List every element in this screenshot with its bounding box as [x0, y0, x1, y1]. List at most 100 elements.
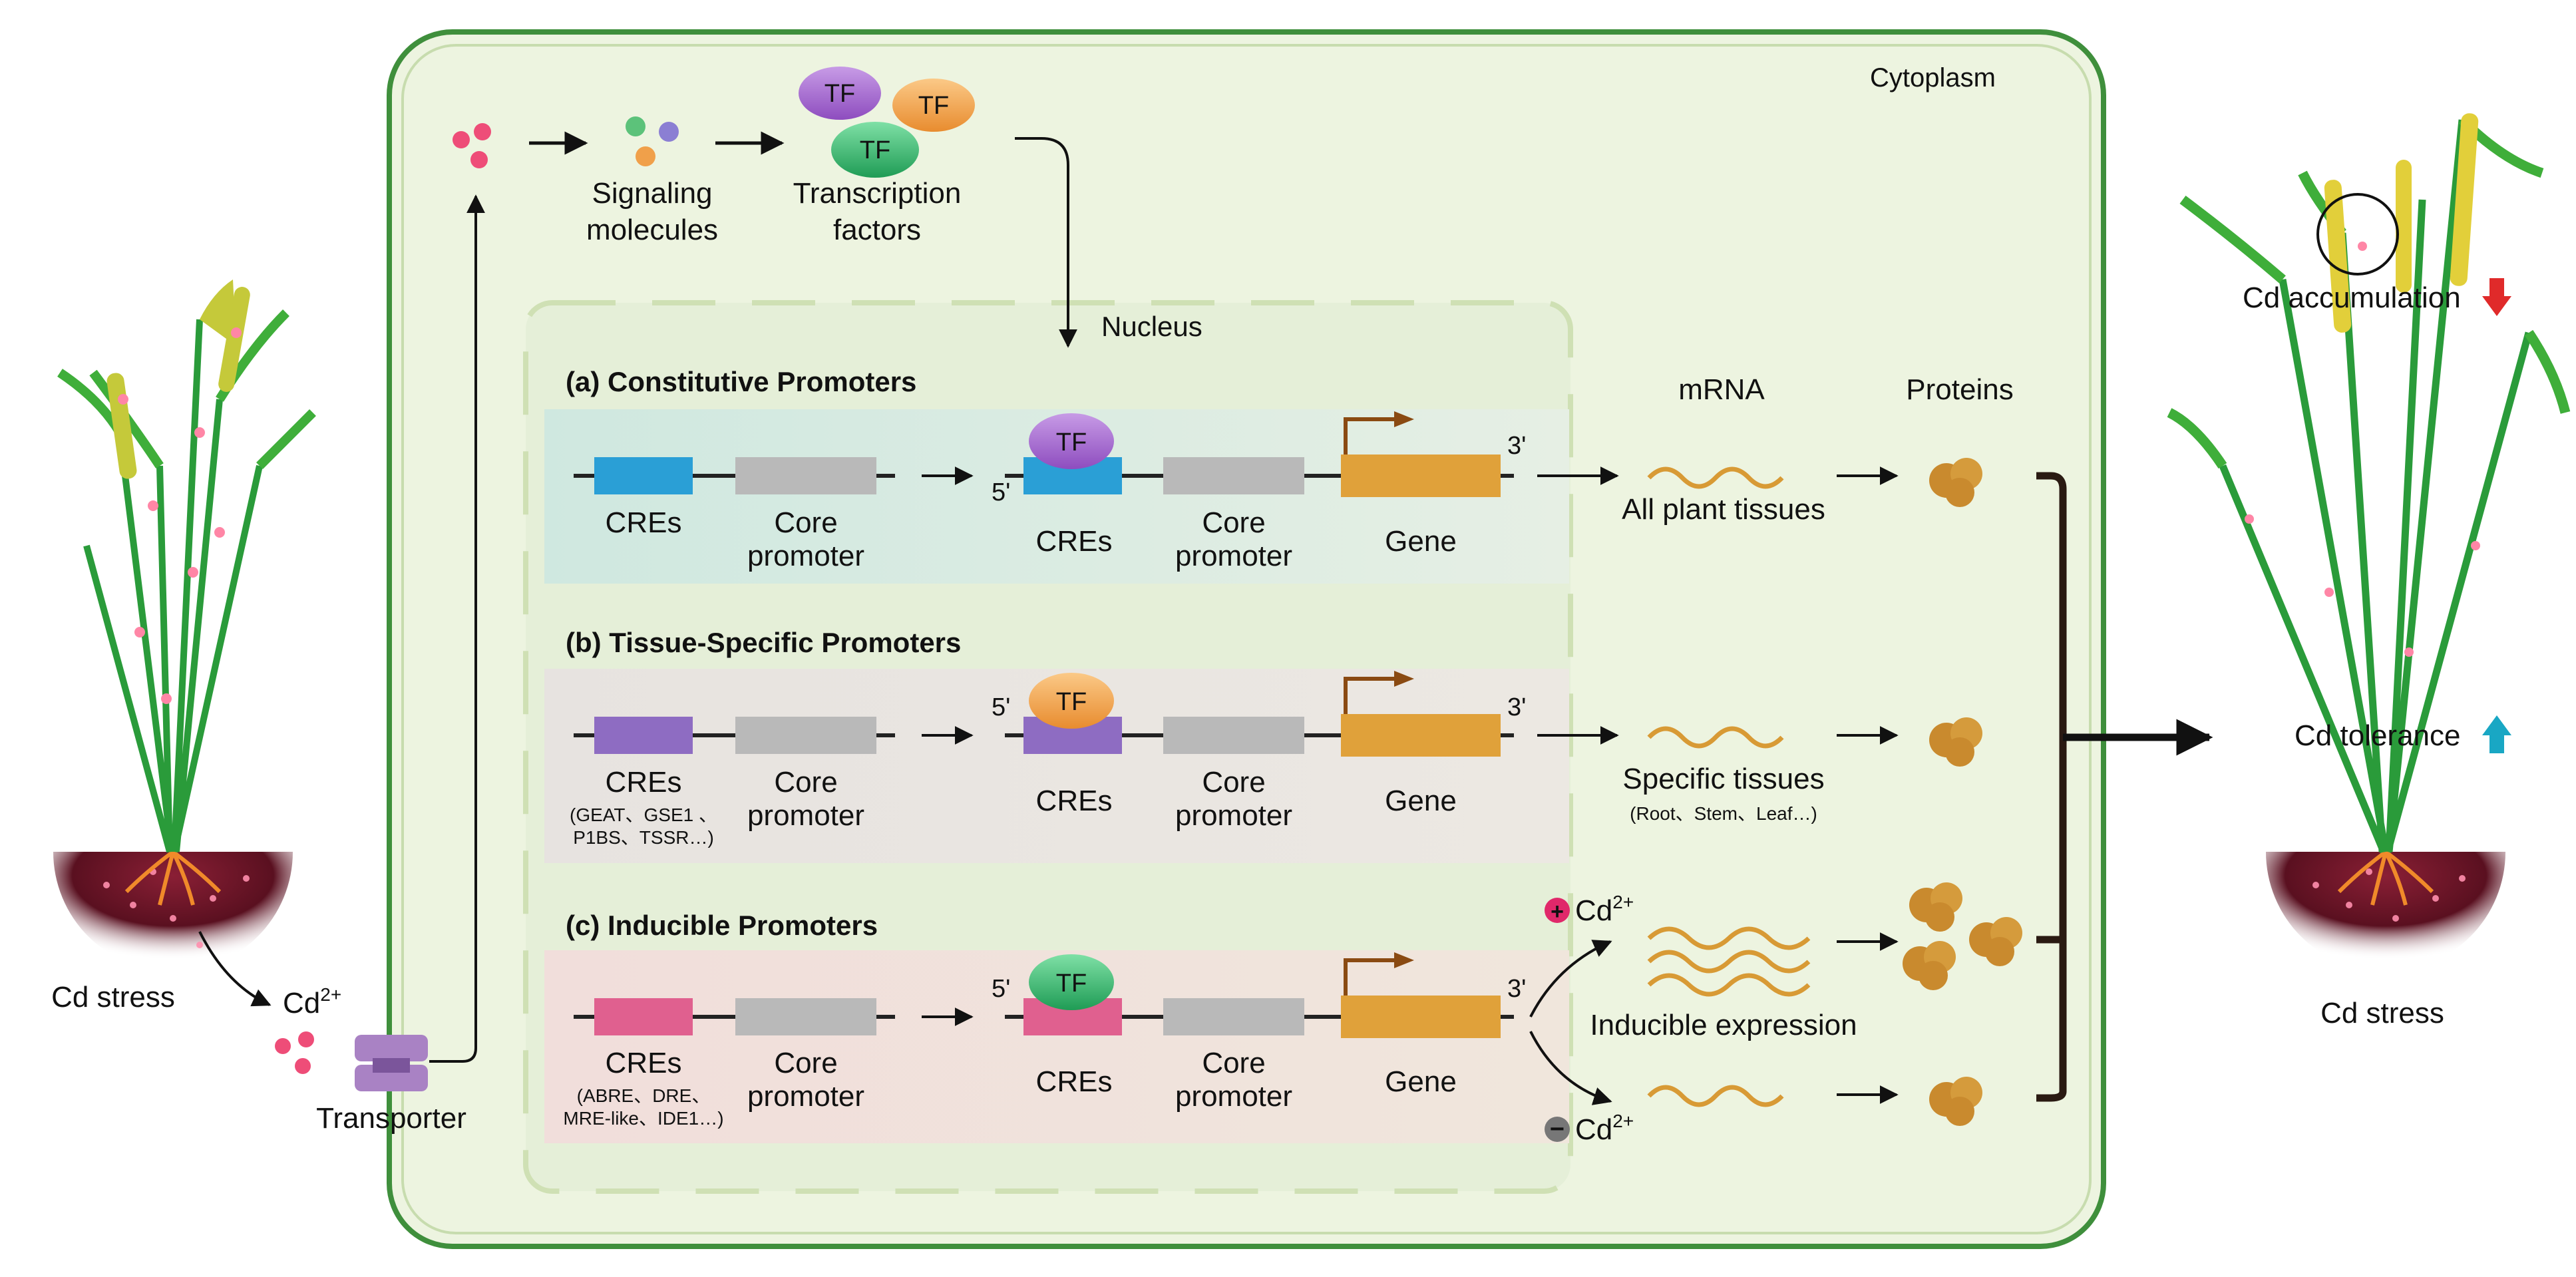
- core-promoter-box: [735, 457, 876, 494]
- core-label-3: Core: [1202, 1047, 1265, 1079]
- five-prime: 5': [992, 478, 1010, 506]
- svg-text:+: +: [1551, 899, 1564, 924]
- tf-bound-label: TF: [1056, 429, 1087, 456]
- svg-text:TF: TF: [825, 80, 855, 108]
- cre-box: [594, 717, 693, 754]
- cd-ions-top: [453, 123, 491, 168]
- cre-note-1: (GEAT、GSE1 、: [570, 805, 717, 825]
- cytoplasm-label: Cytoplasm: [1870, 63, 1996, 92]
- svg-text:TF: TF: [860, 136, 890, 164]
- right-stress-label: Cd stress: [2320, 997, 2444, 1029]
- transporter-label: Transporter: [316, 1102, 466, 1135]
- protein-c-high: [1903, 882, 2022, 990]
- cre-note-2: P1BS、TSSR…): [573, 827, 714, 848]
- tf-label-1: Transcription: [793, 177, 962, 210]
- five-prime: 5': [992, 975, 1010, 1003]
- arrow-transporter-up: [429, 194, 485, 1063]
- core-label-2: promoter: [747, 799, 864, 832]
- cre-label-2: CREs: [1036, 525, 1113, 558]
- svg-text:−: −: [1550, 1115, 1564, 1143]
- tss-arrow: [1344, 677, 1397, 714]
- core-label-4: promoter: [1175, 1080, 1292, 1113]
- arrow-soil-to-ion: [198, 931, 272, 1007]
- tss-arrow: [1344, 958, 1397, 996]
- core-promoter-box-2: [1163, 998, 1304, 1035]
- core-promoter-box-2: [1163, 717, 1304, 754]
- core-label-1: Core: [774, 506, 837, 539]
- cre-box: [594, 998, 693, 1035]
- cre-box: [594, 457, 693, 494]
- cre-note-1: (ABRE、DRE、: [577, 1085, 711, 1106]
- tss-arrow: [1344, 417, 1397, 455]
- signaling-label-1: Signaling: [592, 177, 712, 210]
- left-plant-illustration: [53, 279, 316, 972]
- signaling-label-2: molecules: [586, 214, 718, 246]
- right-plant-illustration: [2167, 113, 2571, 972]
- three-prime: 3': [1507, 432, 1526, 460]
- up-arrow-icon: [2482, 715, 2511, 753]
- core-promoter-box: [735, 717, 876, 754]
- core-label-1: Core: [774, 766, 837, 799]
- mrna-wave-a: [1647, 466, 1784, 489]
- mrna-wave-c-high: [1647, 926, 1811, 997]
- tf-bound: [1029, 673, 1114, 729]
- tf-label-2: factors: [833, 214, 921, 246]
- gene-box: [1341, 455, 1501, 497]
- cre-label: CREs: [606, 1047, 682, 1079]
- core-label-3: Core: [1202, 506, 1265, 539]
- proteins-header: Proteins: [1906, 373, 2013, 406]
- core-promoter-box: [735, 998, 876, 1035]
- mrna-wave-c-low: [1647, 1085, 1784, 1107]
- expression-b-note: (Root、Stem、Leaf…): [1630, 803, 1817, 824]
- five-prime: 5': [992, 693, 1010, 721]
- mrna-header: mRNA: [1678, 373, 1765, 406]
- core-promoter-box-2: [1163, 457, 1304, 494]
- gene-label: Gene: [1385, 525, 1457, 558]
- plus-icon: [1545, 898, 1570, 923]
- core-label-4: promoter: [1175, 799, 1292, 832]
- gene-label: Gene: [1385, 1065, 1457, 1098]
- nucleus-label: Nucleus: [1101, 311, 1202, 342]
- arrow-minus: [1529, 1031, 1612, 1105]
- panel-c-title: (c) Inducible Promoters: [566, 910, 878, 941]
- down-arrow-icon: [2482, 278, 2511, 316]
- core-label-2: promoter: [747, 540, 864, 572]
- expression-a: All plant tissues: [1622, 493, 1825, 526]
- cre-label-2: CREs: [1036, 785, 1113, 817]
- panel-a-title: (a) Constitutive Promoters: [566, 366, 916, 397]
- tf-bound-label: TF: [1056, 970, 1087, 998]
- three-prime: 3': [1507, 975, 1526, 1003]
- core-label-3: Core: [1202, 766, 1265, 799]
- accumulation-label: Cd accumulation: [2243, 281, 2461, 314]
- three-prime: 3': [1507, 693, 1526, 721]
- protein-a: [1929, 458, 1982, 507]
- cre-label: CREs: [606, 506, 682, 539]
- tf-bound: [1029, 954, 1114, 1010]
- transporter-icon: [355, 1035, 428, 1091]
- tolerance-label: Cd tolerance: [2295, 719, 2460, 752]
- tf-bound: [1029, 413, 1114, 469]
- core-label-4: promoter: [1175, 540, 1292, 572]
- arrow-plus: [1529, 940, 1612, 1017]
- zoom-circle: [2316, 193, 2399, 275]
- panel-c-row: CREs (ABRE、DRE、 MRE-like、IDE1…) Core pro…: [563, 952, 1526, 1129]
- output-bracket: [2036, 472, 2067, 1102]
- minus-cd-label: Cd2+: [1575, 1111, 1634, 1146]
- protein-b: [1929, 717, 1982, 767]
- protein-c-low: [1929, 1077, 1982, 1126]
- panel-b-row: CREs (GEAT、GSE1 、 P1BS、TSSR…) Core promo…: [570, 671, 1526, 848]
- gene-label: Gene: [1385, 785, 1457, 817]
- core-label-2: promoter: [747, 1080, 864, 1113]
- panel-a-row: CREs Core promoter 5' TF 3' CREs Core pr…: [574, 411, 1526, 572]
- panel-b-title: (b) Tissue-Specific Promoters: [566, 627, 961, 658]
- core-label-1: Core: [774, 1047, 837, 1079]
- left-cd-ions: [275, 1031, 314, 1074]
- cre-label: CREs: [606, 766, 682, 799]
- cre-label-2: CREs: [1036, 1065, 1113, 1098]
- left-ion-label: Cd2+: [283, 984, 341, 1019]
- arrow-tf-to-nucleus: [1015, 137, 1077, 348]
- cre-note-2: MRE-like、IDE1…): [563, 1108, 723, 1129]
- tf-bound-label: TF: [1056, 688, 1087, 716]
